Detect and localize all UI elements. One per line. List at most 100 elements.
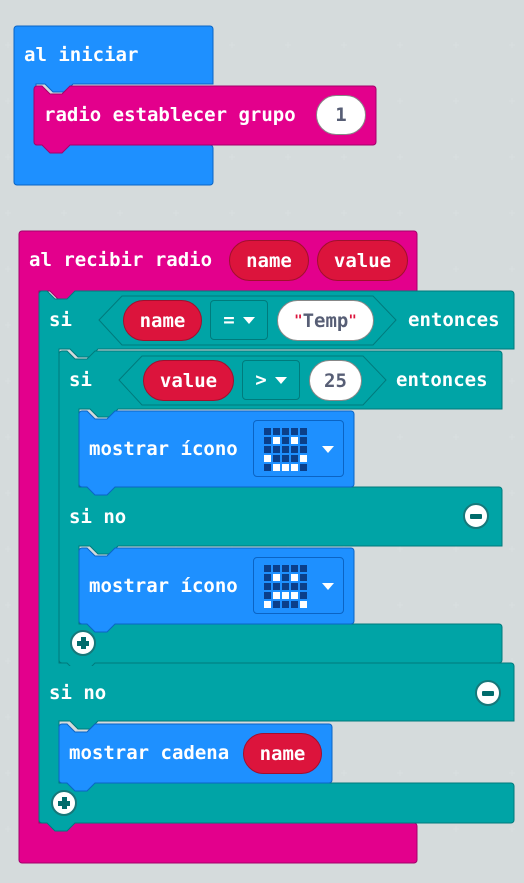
param-value[interactable]: value [317, 240, 408, 281]
grid-mark [5, 266, 11, 272]
led-cell [282, 565, 289, 572]
grid-mark [5, 378, 11, 384]
grid-mark [285, 210, 291, 216]
led-cell [300, 583, 307, 590]
led-cell [291, 455, 298, 462]
grid-mark [5, 434, 11, 440]
grid-mark [5, 42, 11, 48]
grid-mark [397, 154, 403, 160]
remove-else-icon[interactable] [475, 680, 501, 706]
led-cell [291, 446, 298, 453]
led-cell [291, 437, 298, 444]
param-name[interactable]: name [229, 240, 309, 281]
string-value: Temp [302, 309, 349, 332]
grid-mark [5, 546, 11, 552]
grid-mark [397, 210, 403, 216]
led-cell [291, 583, 298, 590]
then-outer-label: entonces [408, 309, 500, 331]
led-cell [300, 601, 307, 608]
led-cell [264, 428, 271, 435]
led-cell [264, 464, 271, 471]
compare-inner-left-var[interactable]: value [143, 360, 234, 401]
led-cell [300, 464, 307, 471]
led-cell [282, 592, 289, 599]
if-else-outer-block[interactable] [38, 290, 516, 835]
grid-mark [5, 490, 11, 496]
quote-open: " [294, 312, 303, 329]
grid-mark [453, 210, 459, 216]
grid-mark [509, 266, 515, 272]
add-else-if-icon[interactable] [70, 630, 96, 656]
led-cell [300, 437, 307, 444]
number-input[interactable]: 25 [309, 360, 362, 401]
grid-mark [453, 98, 459, 104]
radio-set-group-label: radio establecer grupo [44, 104, 296, 126]
led-cell [264, 592, 271, 599]
show-string-var[interactable]: name [243, 733, 322, 774]
grid-mark [5, 210, 11, 216]
radio-set-group-block[interactable] [33, 85, 378, 157]
grid-mark [509, 210, 515, 216]
led-cell [273, 565, 280, 572]
led-cell [282, 601, 289, 608]
if-outer-label: si [49, 309, 72, 331]
radio-group-number-input[interactable]: 1 [316, 95, 366, 135]
led-cell [300, 446, 307, 453]
operator-label: > [255, 369, 267, 391]
led-icon-preview [264, 565, 307, 608]
grid-mark [5, 770, 11, 776]
grid-mark [341, 210, 347, 216]
led-cell [273, 583, 280, 590]
grid-mark [117, 210, 123, 216]
grid-mark [5, 98, 11, 104]
led-cell [273, 446, 280, 453]
grid-mark [453, 266, 459, 272]
grid-mark [5, 714, 11, 720]
then-inner-label: entonces [396, 369, 488, 391]
grid-mark [61, 210, 67, 216]
led-cell [264, 455, 271, 462]
icon-dropdown-2[interactable] [253, 557, 344, 614]
led-cell [291, 574, 298, 581]
led-cell [282, 574, 289, 581]
icon-dropdown-1[interactable] [253, 420, 344, 477]
led-cell [291, 464, 298, 471]
quote-close: " [348, 312, 357, 329]
remove-else-icon[interactable] [463, 503, 489, 529]
led-cell [273, 455, 280, 462]
led-cell [282, 464, 289, 471]
else-inner-label: si no [69, 506, 127, 528]
on-start-label: al iniciar [24, 44, 139, 66]
grid-mark [509, 98, 515, 104]
chevron-down-icon [242, 316, 255, 324]
grid-mark [397, 98, 403, 104]
compare-left-var[interactable]: name [123, 300, 202, 341]
grid-mark [509, 42, 515, 48]
if-else-inner-block[interactable] [58, 350, 504, 666]
grid-mark [5, 658, 11, 664]
led-cell [282, 428, 289, 435]
grid-mark [229, 42, 235, 48]
led-cell [273, 428, 280, 435]
led-cell [291, 565, 298, 572]
chevron-down-icon [322, 583, 334, 590]
led-cell [273, 464, 280, 471]
chevron-down-icon [274, 376, 287, 384]
led-icon-preview [264, 428, 307, 471]
led-cell [282, 437, 289, 444]
led-cell [300, 455, 307, 462]
led-cell [264, 574, 271, 581]
led-cell [273, 601, 280, 608]
led-cell [300, 592, 307, 599]
operator-dropdown-inner[interactable]: > [242, 360, 300, 400]
string-input[interactable]: "Temp" [277, 300, 374, 341]
show-icon-label-1: mostrar ícono [89, 438, 238, 460]
grid-mark [5, 602, 11, 608]
grid-mark [509, 154, 515, 160]
if-inner-label: si [69, 369, 92, 391]
grid-mark [341, 42, 347, 48]
operator-dropdown-outer[interactable]: = [210, 300, 268, 340]
led-cell [264, 565, 271, 572]
add-else-if-icon[interactable] [51, 790, 77, 816]
led-cell [291, 601, 298, 608]
